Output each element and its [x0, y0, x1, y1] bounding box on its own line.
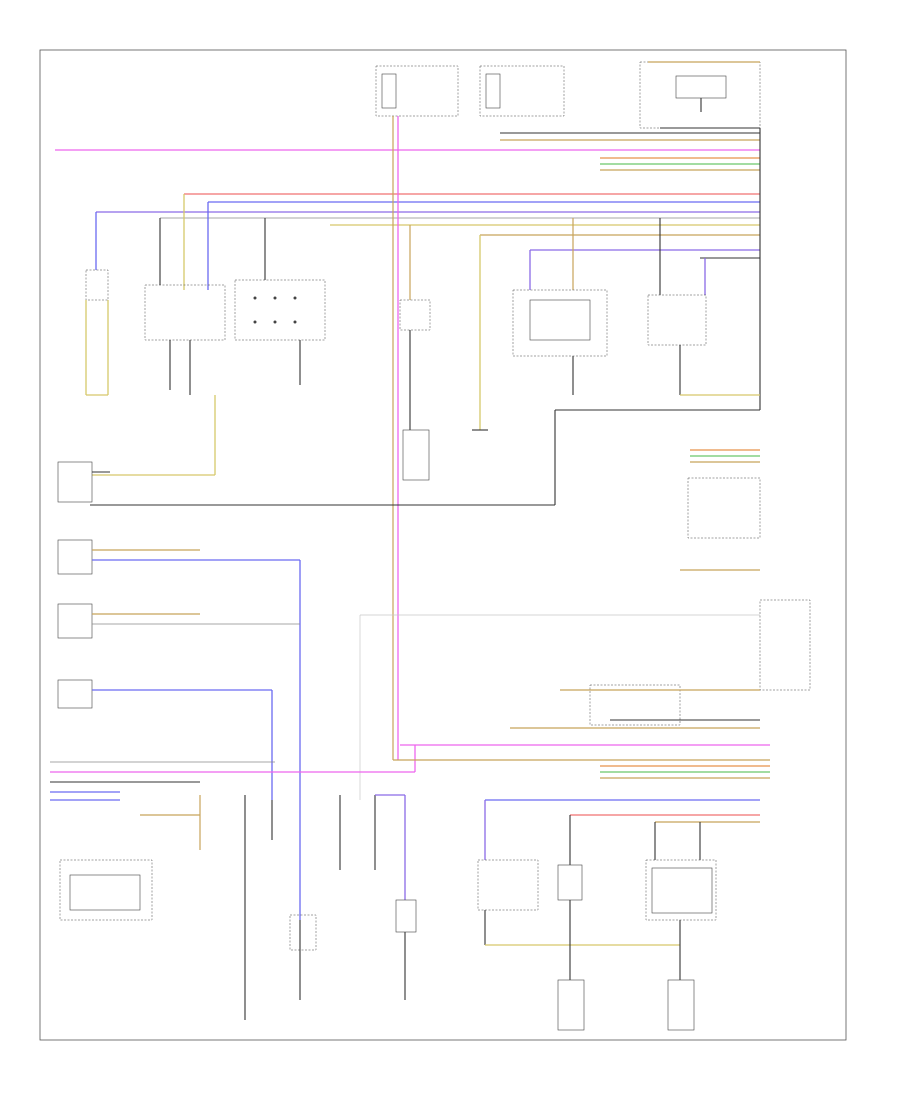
control-module-left	[144, 284, 226, 341]
pin	[273, 296, 277, 300]
pin	[273, 320, 277, 324]
component-left-box-4	[57, 679, 93, 709]
component-left-box-2	[57, 539, 93, 575]
switch-left	[85, 269, 109, 301]
pin	[293, 320, 297, 324]
pin	[253, 296, 257, 300]
component-center	[402, 429, 430, 481]
switch-cluster-mid-left	[234, 279, 326, 341]
relay-box-mid-right	[589, 684, 681, 726]
connector-block-right-mid	[759, 599, 811, 691]
diagram-frame	[39, 49, 847, 1041]
pin	[253, 320, 257, 324]
pin	[293, 296, 297, 300]
relay-component	[675, 75, 727, 99]
component-core	[69, 874, 141, 911]
fuse-box-right	[479, 65, 565, 117]
component-lower-right-2	[557, 979, 585, 1031]
module-core	[651, 867, 713, 914]
connector-block-right	[687, 477, 761, 539]
component-left-box-3	[57, 603, 93, 639]
control-module-right	[512, 289, 608, 357]
switch-lower-right-1	[477, 859, 539, 911]
fuse-element	[381, 73, 397, 109]
component-lower-right-1	[557, 864, 583, 901]
fuse-box-left	[375, 65, 459, 117]
component-left-box-1	[57, 461, 93, 503]
component-lower-left	[59, 859, 153, 921]
component-lower-center	[395, 899, 417, 933]
connector-lower-center-left	[289, 914, 317, 951]
component-lower-right-3	[667, 979, 695, 1031]
module-core	[529, 299, 591, 341]
control-module-lower-right	[645, 859, 717, 921]
control-module-far-right	[647, 294, 707, 346]
switch-center	[399, 299, 431, 331]
fuse-element	[485, 73, 501, 109]
